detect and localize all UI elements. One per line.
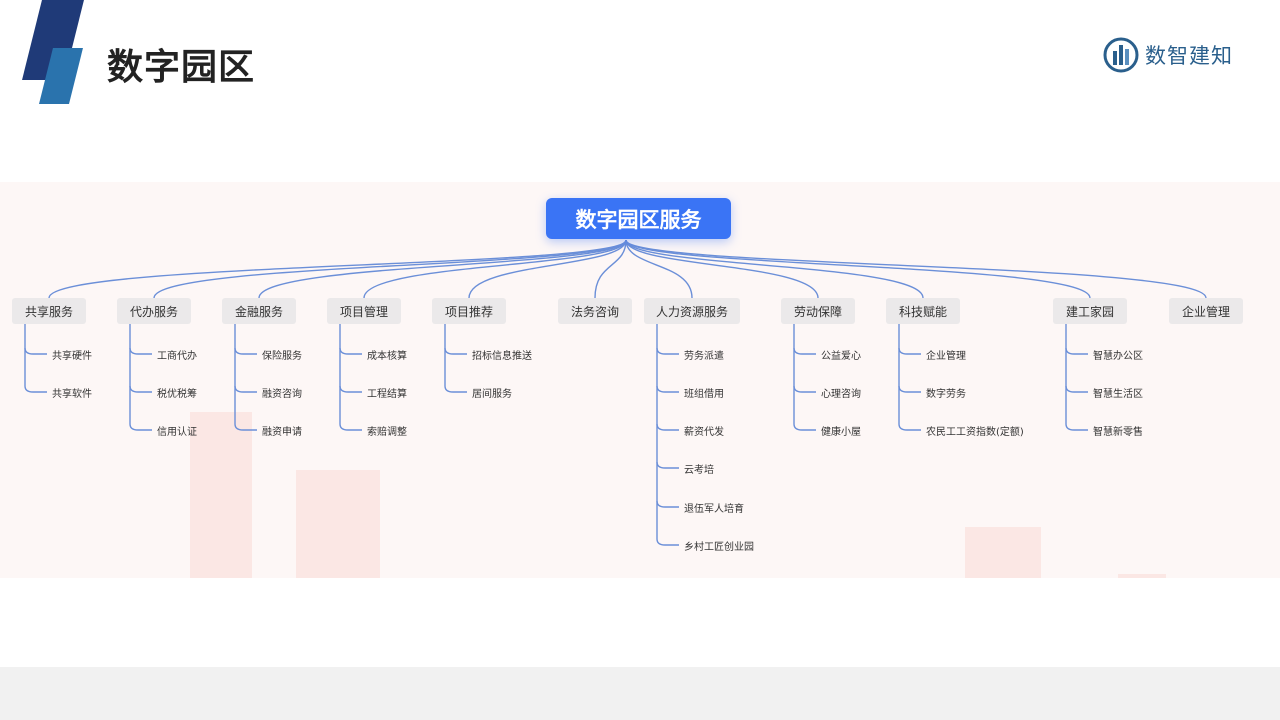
child-node: 薪资代发 (684, 427, 724, 438)
category-node: 金融服务 (222, 298, 296, 324)
child-node: 农民工工资指数(定额) (926, 427, 1024, 438)
child-node: 共享硬件 (52, 351, 92, 362)
child-node: 索赔调整 (367, 427, 407, 438)
child-node: 招标信息推送 (472, 351, 532, 362)
child-node: 居间服务 (472, 389, 512, 400)
child-node: 智慧新零售 (1093, 427, 1143, 438)
child-node: 共享软件 (52, 389, 92, 400)
child-node: 工商代办 (157, 351, 197, 362)
child-node: 数字劳务 (926, 389, 966, 400)
child-node: 班组借用 (684, 389, 724, 400)
child-node: 劳务派遣 (684, 351, 724, 362)
child-node: 退伍军人培育 (684, 504, 744, 515)
child-node: 税优税筹 (157, 389, 197, 400)
logo-building-icon (1103, 37, 1139, 73)
child-node: 成本核算 (367, 351, 407, 362)
category-node: 共享服务 (12, 298, 86, 324)
category-node: 建工家园 (1053, 298, 1127, 324)
category-node: 企业管理 (1169, 298, 1243, 324)
child-node: 融资咨询 (262, 389, 302, 400)
child-node: 公益爱心 (821, 351, 861, 362)
mindmap-background (0, 182, 1280, 578)
category-node: 人力资源服务 (644, 298, 740, 324)
child-node: 乡村工匠创业园 (684, 542, 754, 553)
category-node: 科技赋能 (886, 298, 960, 324)
page-title: 数字园区 (107, 47, 256, 88)
child-node: 心理咨询 (821, 389, 861, 400)
child-node: 智慧生活区 (1093, 389, 1143, 400)
logo-text: 数智建知 (1145, 44, 1233, 68)
child-node: 健康小屋 (821, 427, 861, 438)
child-node: 企业管理 (926, 351, 966, 362)
category-node: 代办服务 (117, 298, 191, 324)
mindmap-root: 数字园区服务 (546, 198, 731, 239)
child-node: 信用认证 (157, 427, 197, 438)
category-node: 项目管理 (327, 298, 401, 324)
category-node: 法务咨询 (558, 298, 632, 324)
category-node: 劳动保障 (781, 298, 855, 324)
child-node: 云考培 (684, 465, 714, 476)
child-node: 保险服务 (262, 351, 302, 362)
child-node: 融资申请 (262, 427, 302, 438)
logo: 数智建知 (1103, 37, 1233, 73)
category-node: 项目推荐 (432, 298, 506, 324)
child-node: 工程结算 (367, 389, 407, 400)
child-node: 智慧办公区 (1093, 351, 1143, 362)
footer-bar (0, 667, 1280, 720)
